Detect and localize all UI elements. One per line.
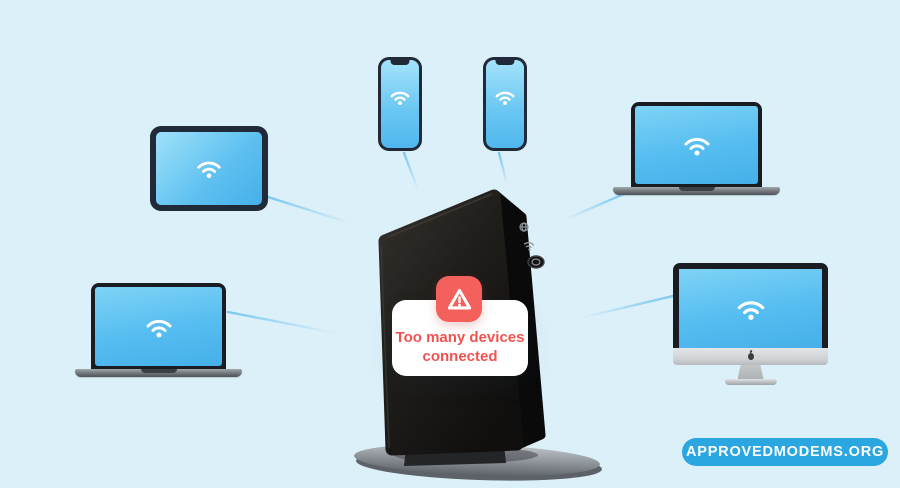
imac-display — [673, 263, 828, 348]
laptop-top-right — [613, 102, 780, 195]
laptop-base — [613, 187, 780, 195]
tablet-screen — [156, 132, 262, 205]
laptop-base — [75, 369, 242, 377]
router-left-edge-highlight — [380, 244, 390, 449]
phone-left — [378, 57, 422, 151]
laptop-base-notch — [678, 187, 715, 191]
laptop-base-notch — [140, 369, 177, 373]
connection-line-tablet — [266, 195, 352, 225]
watermark-badge: APPROVEDMODEMS.ORG — [682, 438, 888, 466]
connection-line-phone-right — [497, 151, 509, 186]
connection-line-laptop-bl — [226, 310, 338, 335]
wifi-icon — [390, 91, 410, 105]
apple-logo-icon — [747, 353, 754, 360]
wifi-icon — [146, 319, 171, 337]
wifi-icon — [737, 300, 764, 320]
router-led-wifi-icon — [523, 241, 535, 249]
wifi-icon — [684, 137, 709, 156]
laptop-screen — [91, 283, 226, 369]
phone-screen — [486, 60, 524, 148]
imac-neck — [737, 365, 764, 379]
alert-card: Too many devices connected — [392, 300, 528, 376]
warning-triangle-icon — [447, 288, 471, 309]
router-wps-button — [527, 255, 545, 269]
alert-text-line1: Too many devices — [395, 329, 525, 346]
alert-text: Too many devices connected — [396, 328, 525, 366]
phone-screen — [381, 60, 419, 148]
imac-chin — [673, 348, 828, 365]
router-top-edge-highlight — [387, 193, 493, 238]
connection-line-imac — [578, 294, 675, 320]
connection-line-laptop-tr — [562, 191, 628, 222]
watermark-label: APPROVEDMODEMS.ORG — [685, 444, 885, 460]
phone-notch — [495, 60, 515, 65]
imac-foot — [724, 379, 777, 385]
alert-text-line2: connected — [422, 348, 498, 365]
router-led-wifi-dot — [528, 248, 531, 251]
imac — [673, 263, 828, 385]
laptop-bottom-left — [75, 283, 242, 377]
imac-screen — [679, 269, 822, 348]
phone-notch — [390, 60, 410, 65]
connection-line-phone-left — [402, 151, 420, 192]
tablet — [150, 126, 268, 211]
warning-badge — [436, 276, 482, 322]
phone-right — [483, 57, 527, 151]
wifi-icon — [495, 91, 515, 105]
laptop-screen — [631, 102, 762, 187]
wifi-icon — [197, 161, 221, 179]
router-led-globe-icon — [519, 222, 529, 232]
